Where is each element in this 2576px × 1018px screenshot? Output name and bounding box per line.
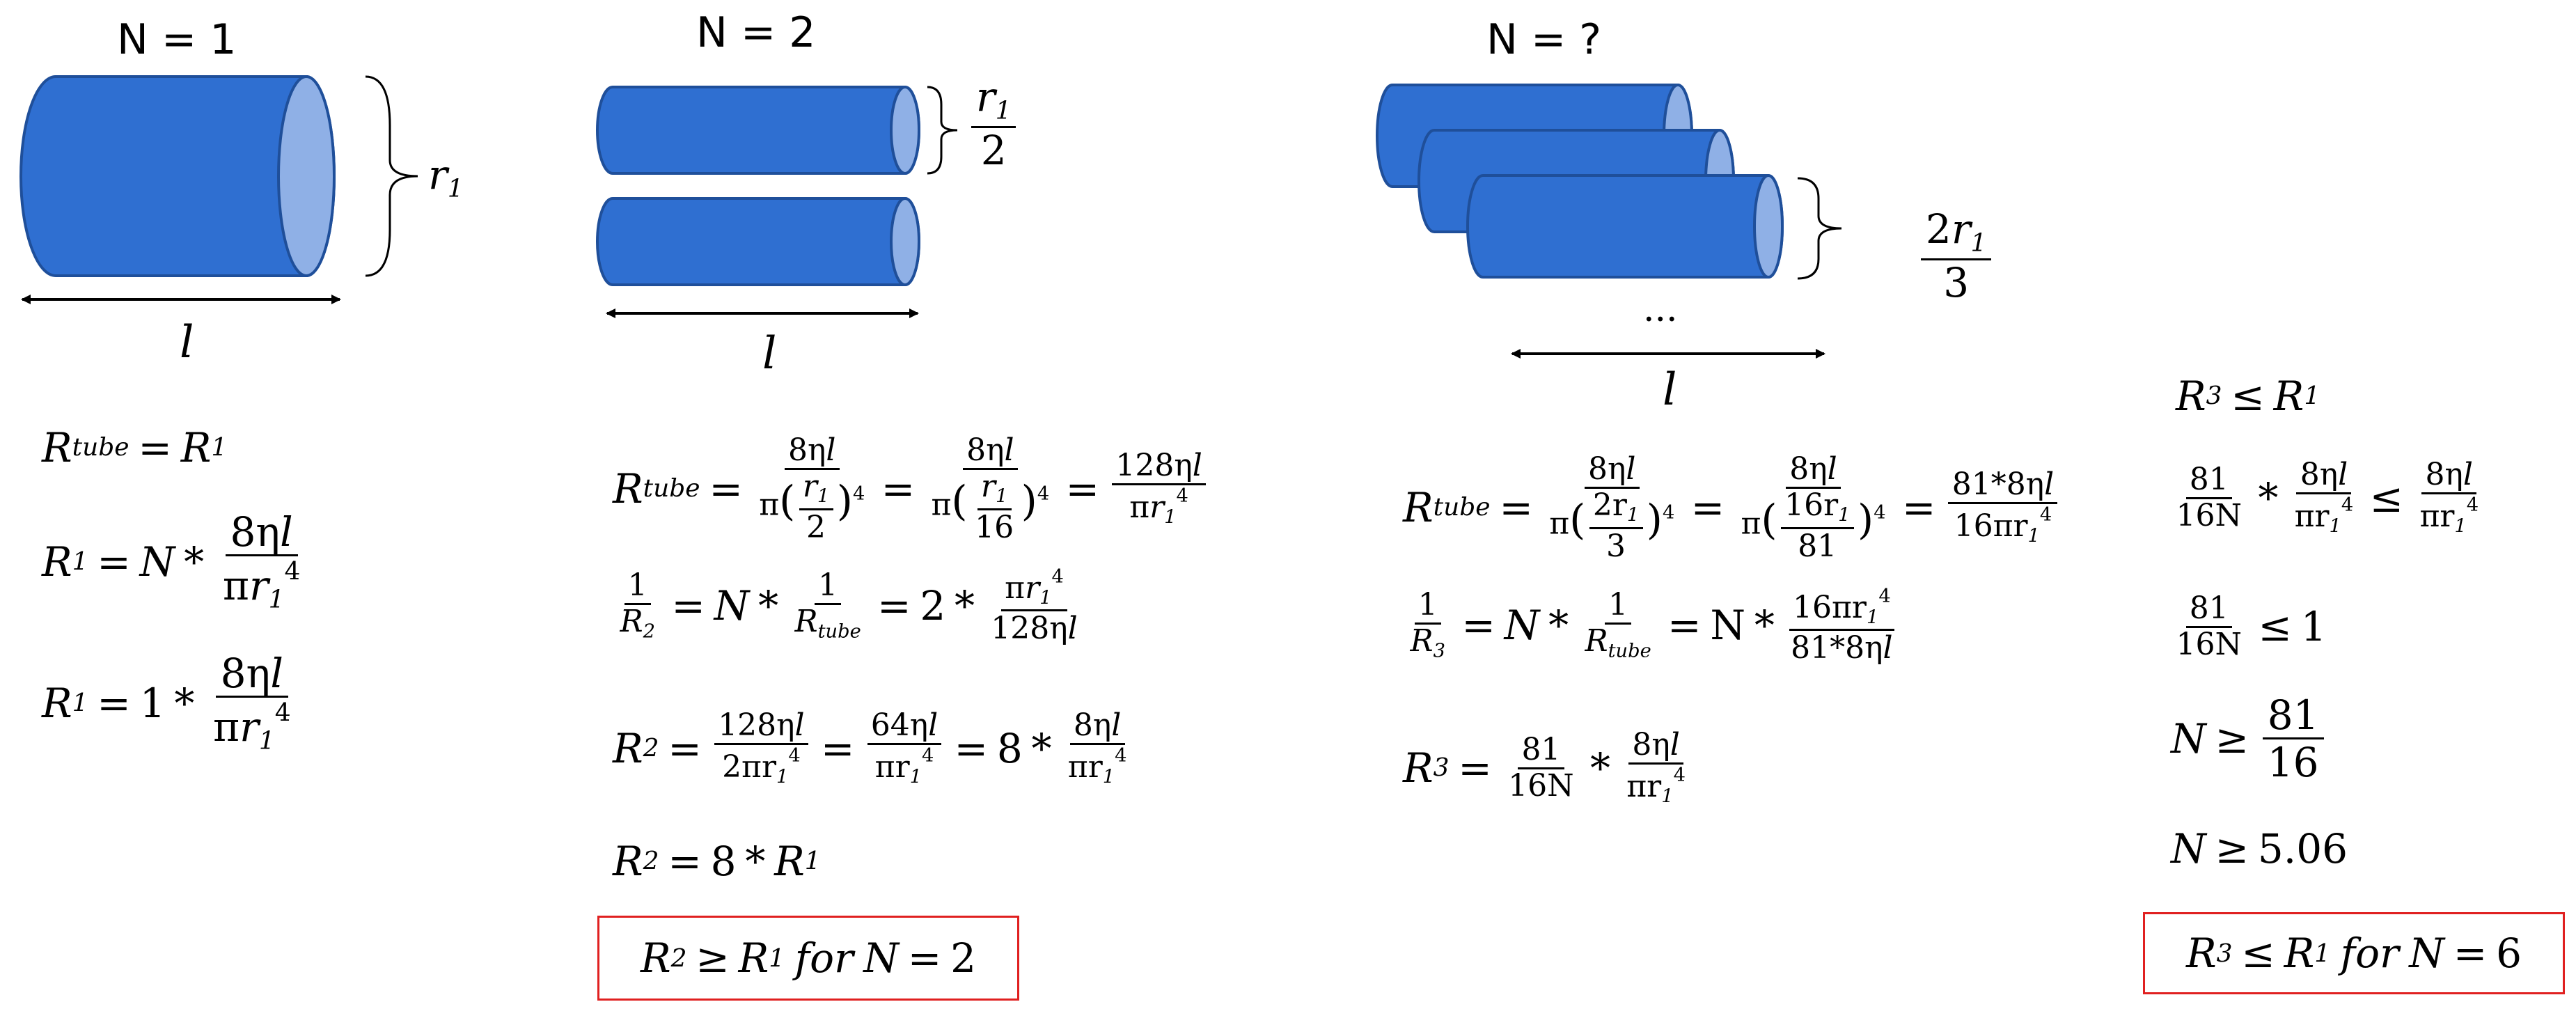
panel-2-cylinders xyxy=(596,86,920,286)
cylinder-body xyxy=(596,197,920,286)
length-label-3: l xyxy=(1663,364,1677,416)
count-label-2: N = 2 xyxy=(696,8,816,57)
radius-bracket-3 xyxy=(1797,177,1842,280)
eq-col4-n-ge-506: N ≥ 5.06 xyxy=(2171,825,2348,872)
panel-3-cylinders xyxy=(1376,84,1784,279)
cylinder-end-cap xyxy=(1753,174,1784,279)
length-label-1: l xyxy=(180,317,194,368)
cylinder-body xyxy=(596,86,920,175)
radius-bracket-1 xyxy=(365,75,418,277)
radius-label-1: r1 xyxy=(428,151,464,203)
cylinder-body xyxy=(1466,174,1784,279)
count-label-1: N = 1 xyxy=(117,15,237,64)
cylinder-end-cap xyxy=(890,197,920,286)
cylinder-end-cap xyxy=(890,86,920,175)
ellipsis: ... xyxy=(1643,288,1678,330)
panel-1-cylinder xyxy=(19,75,336,277)
radius-bracket-2 xyxy=(927,86,958,175)
count-label-3: N = ? xyxy=(1486,15,1602,64)
cylinder-end-cap xyxy=(277,75,336,277)
length-label-2: l xyxy=(762,328,777,379)
